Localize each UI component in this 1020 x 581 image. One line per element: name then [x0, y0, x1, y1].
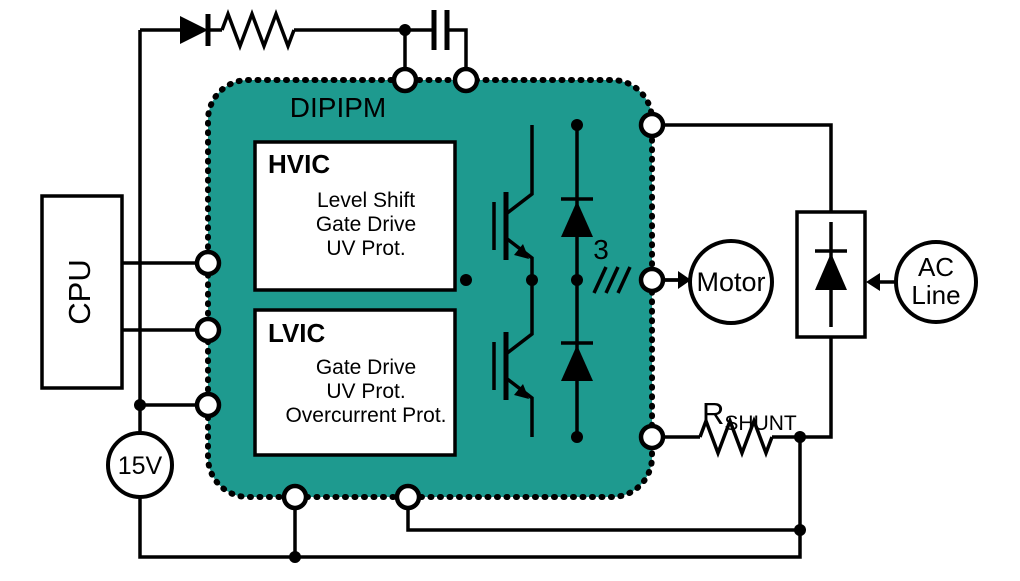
shunt-subscript: SHUNT [724, 412, 797, 435]
arrow-right-icon [678, 271, 691, 289]
dipipm-module: DIPIPM HVIC Level Shift Gate Drive UV Pr… [205, 77, 655, 500]
igbt-collector [504, 125, 534, 216]
phase-count-marker: 3 [592, 234, 632, 294]
shunt-label: RSHUNT [702, 396, 797, 435]
phase-slash-1 [592, 266, 608, 294]
terminal-pin-icon [638, 423, 666, 451]
phase-slash-3 [616, 266, 632, 294]
supply-15v: 15V [106, 431, 174, 499]
cpu-box [40, 194, 124, 390]
ac-circle [894, 240, 978, 324]
junction-dot-icon [526, 274, 538, 286]
cpu-label: CPU [62, 259, 97, 324]
junction-dot-icon [571, 274, 583, 286]
terminal-pin-icon [194, 249, 222, 277]
terminal-pin-icon [194, 391, 222, 419]
arrow-left-icon [866, 273, 880, 291]
wire-n-bus-right [772, 337, 833, 439]
lower-igbt-icon [492, 280, 534, 437]
lvic-function-1: Gate Drive [316, 356, 416, 379]
lvic-box [253, 308, 457, 457]
terminal-pin-icon [452, 66, 480, 94]
hvic-box [253, 140, 457, 292]
dipipm-terminals [194, 66, 666, 511]
hvic-function-2: Gate Drive [316, 213, 416, 236]
dipipm-label: DIPIPM [290, 92, 386, 123]
dipipm-dotted-border [205, 77, 655, 500]
junction-dot-icon [571, 431, 583, 443]
terminal-pin-icon [638, 111, 666, 139]
igbt-emitter-arrow [514, 384, 529, 399]
cpu-block: CPU [40, 194, 124, 390]
junction-dot-icon [134, 399, 146, 411]
motor-block: Motor [663, 239, 774, 325]
lvic-title: LVIC [268, 318, 326, 348]
lvic-block: LVIC Gate Drive UV Prot. Overcurrent Pro… [253, 308, 457, 457]
shunt-resistor: RSHUNT [698, 396, 797, 458]
wire-15v-rail-and-ground [138, 30, 802, 559]
igbt-emitter-arrow [514, 244, 529, 259]
supply-label: 15V [118, 452, 163, 480]
phase-count-label: 3 [593, 234, 609, 265]
hvic-function-3: UV Prot. [326, 237, 405, 260]
junction-dot-icon [399, 24, 411, 36]
bootstrap-capacitor-icon [431, 10, 450, 50]
junction-dot-icon [460, 274, 472, 286]
terminal-pin-icon [638, 266, 666, 294]
junction-dot-icon [571, 119, 583, 131]
rectifier-diode-icon [815, 222, 847, 327]
lvic-function-3: Overcurrent Prot. [285, 404, 446, 427]
lower-freewheel-diode-icon [561, 280, 593, 437]
diode-triangle [561, 345, 593, 381]
shunt-resistor-icon [698, 416, 774, 458]
upper-igbt-icon [492, 125, 534, 280]
diode-triangle [180, 16, 208, 44]
igbt-emitter [504, 376, 534, 437]
junction-dots [134, 24, 806, 563]
hvic-function-1: Level Shift [317, 189, 415, 212]
terminal-pin-icon [281, 483, 309, 511]
ac-line-source: AC Line [866, 240, 978, 324]
bootstrap-diode-icon [180, 14, 211, 46]
upper-freewheel-diode-icon [561, 125, 593, 280]
motor-label: Motor [696, 267, 765, 297]
motor-circle [688, 239, 774, 325]
hvic-block: HVIC Level Shift Gate Drive UV Prot. [253, 140, 457, 292]
diode-triangle [561, 201, 593, 237]
phase-slash-2 [604, 266, 620, 294]
junction-dot-icon [794, 524, 806, 536]
terminal-pin-icon [394, 483, 422, 511]
hvic-title: HVIC [268, 149, 330, 179]
diode-triangle [815, 253, 847, 290]
junction-dot-icon [794, 431, 806, 443]
shunt-symbol: R [702, 396, 724, 431]
supply-circle [106, 431, 174, 499]
terminal-pin-icon [391, 66, 419, 94]
bootstrap-resistor-icon [220, 9, 296, 51]
bootstrap-circuit [180, 9, 450, 51]
igbt-emitter [504, 236, 534, 280]
igbt-collector [504, 280, 534, 356]
junction-dot-icon [289, 551, 301, 563]
terminal-pin-icon [194, 316, 222, 344]
rectifier-block [795, 210, 867, 339]
ac-label-line2: Line [911, 280, 960, 310]
lvic-function-2: UV Prot. [326, 380, 405, 403]
ac-label-line1: AC [918, 252, 954, 282]
